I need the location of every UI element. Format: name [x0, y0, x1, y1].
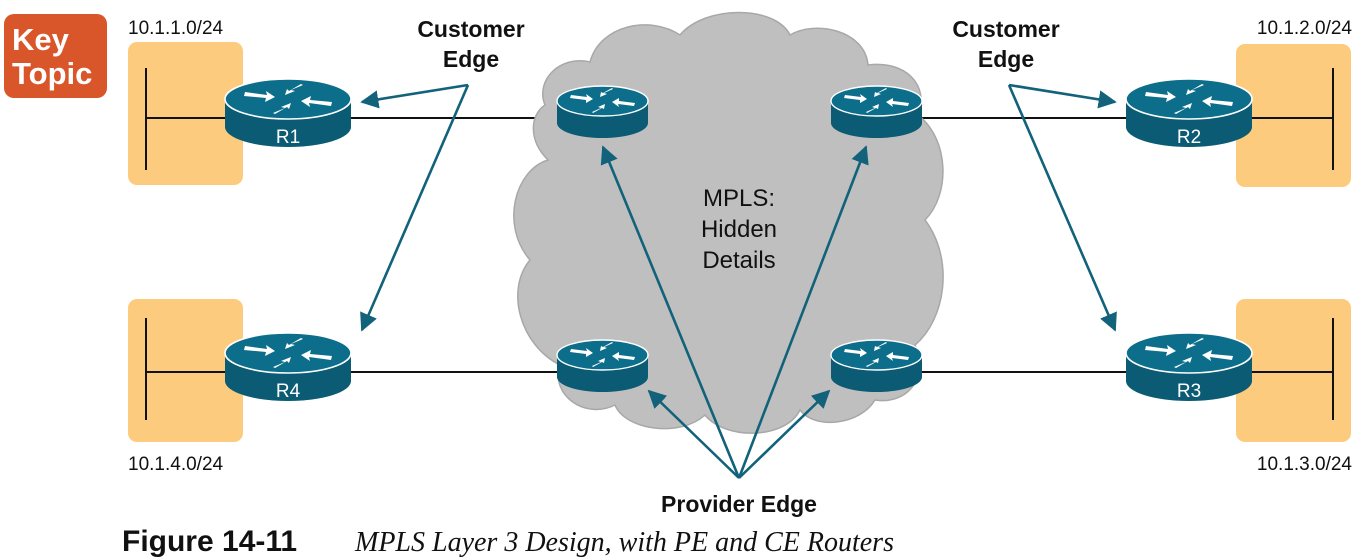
key-topic-line-1: Key [12, 22, 70, 57]
router-r3: R3 [1125, 332, 1253, 402]
callout-arrows [360, 83, 1117, 479]
site-lan-r2 [1236, 44, 1351, 187]
pe-router-top-right [830, 85, 923, 139]
ce-left-line-2: Edge [443, 46, 499, 72]
key-topic-line-2: Topic [12, 56, 92, 91]
router-r1: R1 [224, 78, 352, 148]
cloud-line-1: MPLS: [703, 185, 775, 212]
subnet-label-r4: 10.1.4.0/24 [128, 454, 224, 475]
pe-label: Provider Edge [661, 491, 817, 517]
figure-number: Figure 14-11 [122, 525, 297, 558]
router-r2: R2 [1125, 78, 1253, 148]
key-topic-badge: Key Topic [4, 14, 107, 98]
subnet-label-r2: 10.1.2.0/24 [1257, 18, 1353, 39]
router-label-r1: R1 [276, 127, 300, 148]
router-r4: R4 [224, 332, 352, 402]
pe-router-top-left [556, 85, 649, 139]
site-lan-r3 [1236, 299, 1351, 442]
router-label-r2: R2 [1177, 127, 1201, 148]
cloud-line-2: Hidden [701, 216, 777, 243]
subnet-label-r3: 10.1.3.0/24 [1257, 454, 1353, 475]
ce-right-line-1: Customer [952, 16, 1059, 42]
site-lan-r1 [128, 42, 243, 185]
pe-router-bottom-left [556, 339, 649, 393]
pe-router-bottom-right [830, 339, 923, 393]
ce-right-line-2: Edge [978, 46, 1034, 72]
ce-left-line-1: Customer [417, 16, 524, 42]
subnet-label-r1: 10.1.1.0/24 [128, 18, 224, 39]
figure-caption: MPLS Layer 3 Design, with PE and CE Rout… [354, 527, 894, 558]
router-label-r4: R4 [276, 381, 301, 402]
cloud-line-3: Details [702, 247, 775, 274]
router-label-r3: R3 [1177, 381, 1201, 402]
site-lan-r4 [128, 299, 243, 442]
